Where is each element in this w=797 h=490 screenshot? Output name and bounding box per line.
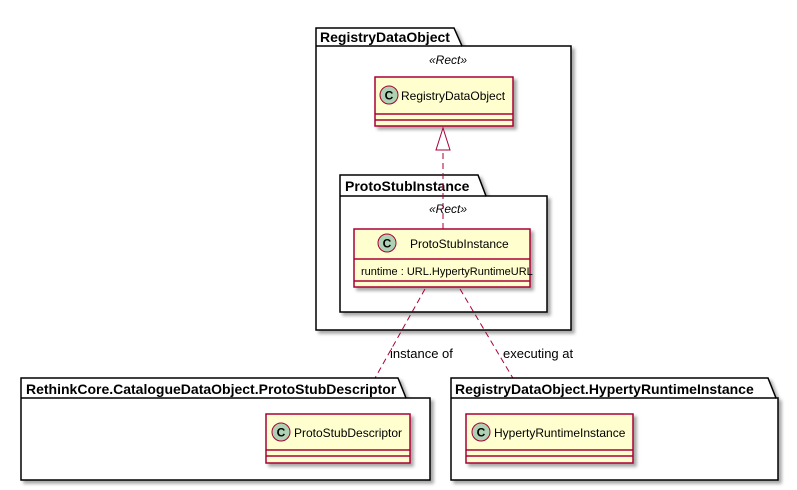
edge-label: instance of — [390, 346, 453, 361]
edge-label: executing at — [503, 346, 573, 361]
class-name: RegistryDataObject — [401, 89, 506, 103]
class-hyperty-runtime-instance[interactable]: C HypertyRuntimeInstance — [465, 413, 634, 464]
package-title: RegistryDataObject.HypertyRuntimeInstanc… — [455, 381, 754, 397]
package-title: RethinkCore.CatalogueDataObject.ProtoStu… — [26, 381, 397, 397]
class-registry-data-object[interactable]: C RegistryDataObject — [374, 76, 514, 127]
class-icon-letter: C — [385, 89, 394, 103]
package-title: ProtoStubInstance — [345, 178, 470, 194]
package-title: RegistryDataObject — [320, 29, 450, 45]
class-icon — [377, 233, 397, 253]
class-icon — [271, 422, 291, 442]
class-icon — [471, 422, 491, 442]
class-icon-letter: C — [477, 426, 486, 440]
class-proto-stub-instance[interactable]: C ProtoStubInstance runtime : URL.Hypert… — [353, 228, 533, 288]
class-name: ProtoStubDescriptor — [294, 426, 402, 440]
class-name: ProtoStubInstance — [410, 237, 509, 251]
generalization-arrowhead — [435, 126, 451, 151]
class-proto-stub-descriptor[interactable]: C ProtoStubDescriptor — [265, 413, 411, 464]
package-stereotype: «Rect» — [429, 202, 467, 216]
class-icon-letter: C — [383, 237, 392, 251]
class-icon-letter: C — [277, 426, 286, 440]
edge-generalization — [435, 126, 451, 229]
class-name: HypertyRuntimeInstance — [494, 426, 626, 440]
class-icon — [379, 85, 399, 105]
package-stereotype: «Rect» — [429, 53, 467, 67]
class-attribute: runtime : URL.HypertyRuntimeURL — [361, 266, 533, 278]
